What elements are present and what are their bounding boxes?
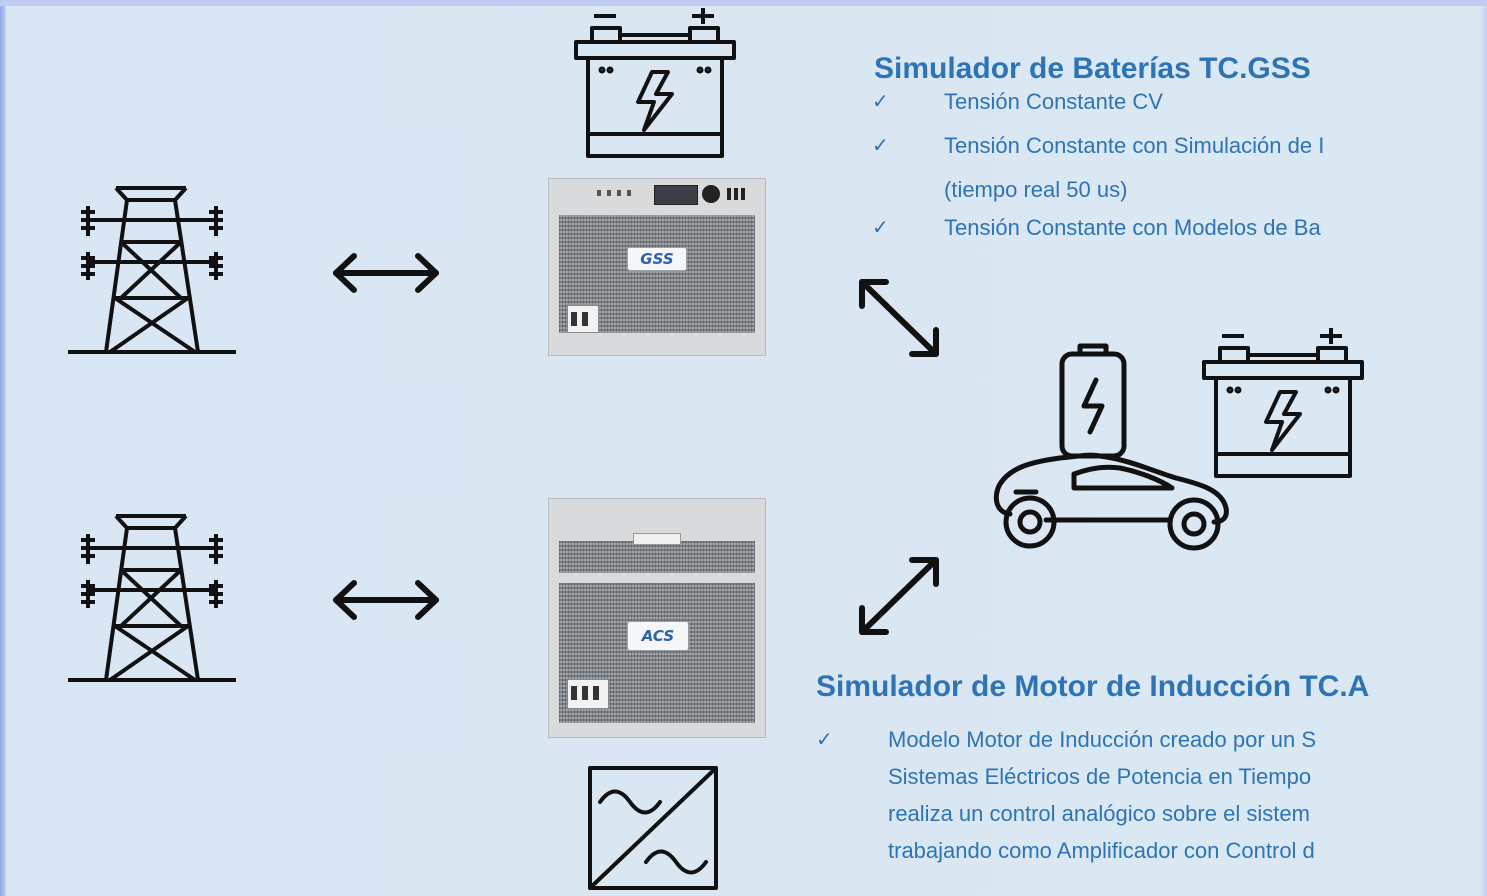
double-arrow-horizontal-icon-bottom	[333, 580, 439, 620]
double-arrow-diagonal-icon-bottom	[859, 557, 939, 635]
acs-grille-top	[559, 541, 755, 573]
gss-feature-2-note: (tiempo real 50 us)	[944, 177, 1128, 202]
ac-dc-converter-icon	[588, 766, 718, 890]
power-tower-icon-bottom	[68, 514, 236, 682]
power-tower-icon-top	[68, 186, 236, 354]
check-icon: ✓	[816, 729, 833, 751]
electric-car-icon	[993, 343, 1229, 551]
gss-knob	[702, 185, 720, 203]
gss-breaker	[567, 305, 599, 333]
check-icon: ✓	[872, 91, 889, 113]
car-battery-icon-right	[1202, 328, 1364, 478]
gss-device: GSS	[548, 178, 766, 356]
acs-breaker	[567, 679, 609, 709]
acs-title: Simulador de Motor de Inducción TC.A	[816, 670, 1370, 703]
double-arrow-horizontal-icon-top	[333, 253, 439, 293]
double-arrow-diagonal-icon-top	[859, 279, 939, 357]
gss-logo: GSS	[627, 247, 687, 271]
gss-feature-3: Tensión Constante con Modelos de Ba	[944, 215, 1321, 240]
car-battery-icon-top	[574, 8, 736, 158]
top-accent-bar	[0, 0, 1487, 6]
acs-feature-line-4: trabajando como Amplificador con Control…	[888, 838, 1315, 863]
check-icon: ✓	[872, 135, 889, 157]
acs-logo: ACS	[627, 621, 689, 651]
acs-feature-line-3: realiza un control analógico sobre el si…	[888, 801, 1310, 826]
acs-feature-line-1: Modelo Motor de Inducción creado por un …	[888, 727, 1317, 752]
acs-device: ACS	[548, 498, 766, 738]
check-icon: ✓	[872, 217, 889, 239]
gss-feature-2: Tensión Constante con Simulación de I	[944, 133, 1325, 158]
gss-display	[654, 185, 698, 205]
gss-feature-1: Tensión Constante CV	[944, 89, 1163, 114]
gss-keypad	[727, 188, 747, 200]
acs-feature-line-2: Sistemas Eléctricos de Potencia en Tiemp…	[888, 764, 1312, 789]
gss-status-leds	[597, 190, 631, 196]
gss-title: Simulador de Baterías TC.GSS	[874, 52, 1311, 85]
acs-status-leds	[633, 533, 681, 545]
